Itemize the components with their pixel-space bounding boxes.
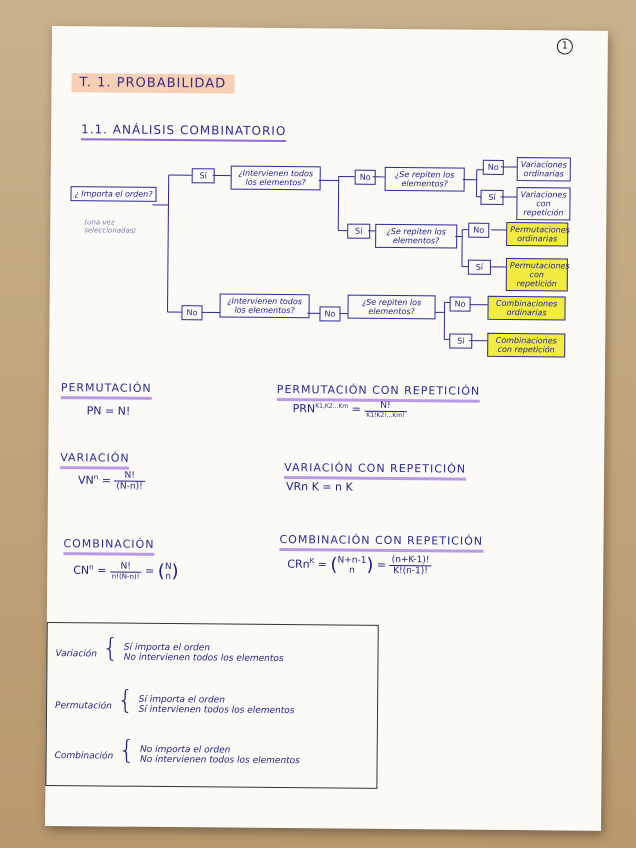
result-permutaciones-ordinarias: Permutaciones ordinarias (506, 221, 570, 247)
v-sup: n (93, 473, 99, 482)
c-lhs: CN (73, 563, 90, 577)
cr-binom-bot: n (348, 565, 355, 576)
result-combinaciones-ordinarias: Combinaciones ordinarias (487, 295, 566, 321)
v-num: N! (114, 470, 145, 482)
variacion-rep-title: VARIACIÓN CON REPETICIÓN (284, 461, 467, 481)
summary-row-variacion: Variación { Sí importa el orden No inter… (55, 633, 284, 664)
v-lhs: VN (77, 473, 94, 487)
summary-item: Sí importa el orden (138, 694, 225, 706)
section-combinacion-repeticion: COMBINACIÓN CON REPETICIÓN (279, 528, 484, 553)
formula-permutacion-repeticion: PRNK1,K2...Km = N!K1!K2!...Km! (293, 400, 407, 419)
result-permutaciones-con-repeticion: Permutaciones con repetición (505, 257, 570, 292)
cr-sup: K (309, 557, 315, 566)
summary-row-combinacion: Combinación { No importa el orden No int… (54, 735, 300, 766)
summary-item: Sí intervienen todos los elementos (138, 704, 295, 716)
section-combinacion: COMBINACIÓN (63, 532, 155, 556)
section-variacion: VARIACIÓN (60, 446, 130, 470)
branch-si-3: Sí (480, 189, 504, 205)
formula-permutacion: PN = N! (86, 404, 131, 418)
c-den: n!(N-n)! (111, 572, 140, 581)
question-se-repiten-2: ¿Se repiten los elementos? (375, 223, 458, 249)
question-se-repiten-1: ¿Se repiten los elementos? (384, 166, 465, 192)
tree-connectors (152, 166, 517, 342)
section-permutacion-repeticion: PERMUTACIÓN CON REPETICIÓN (276, 378, 481, 403)
summary-label-combinacion: Combinación (54, 751, 114, 762)
question-se-repiten-3: ¿Se repiten los elementos? (347, 294, 436, 320)
root-note: (una vez seleccionadas) (84, 218, 137, 235)
formula-variacion-repeticion: VRn K = n K (285, 480, 353, 494)
pr-den: K1!K2!...Km! (366, 411, 405, 420)
section-variacion-repeticion: VARIACIÓN CON REPETICIÓN (284, 456, 467, 481)
branch-no-6: No (449, 296, 471, 312)
result-combinaciones-con-repeticion: Combinaciones con repetición (487, 332, 566, 358)
permutacion-title: PERMUTACIÓN (60, 381, 152, 400)
question-importa-orden: ¿ Importa el orden? (70, 186, 157, 202)
summary-item: No importa el orden (140, 744, 231, 756)
branch-si-6: Sí (449, 333, 473, 349)
branch-no-1: No (181, 305, 203, 321)
combinacion-title: COMBINACIÓN (63, 537, 155, 556)
summary-item: No intervienen todos los elementos (139, 754, 300, 766)
branch-si-1: Sí (191, 168, 215, 184)
branch-no-5: No (319, 306, 341, 322)
c-fraction: N!n!(N-n)! (109, 561, 142, 581)
summary-label-variacion: Variación (55, 649, 98, 660)
branch-no-2: No (354, 169, 376, 185)
c-num: N! (109, 561, 142, 573)
c-sup: n (89, 563, 94, 572)
result-variaciones-con-repeticion: Variaciones con repetición (516, 187, 571, 221)
section-permutacion: PERMUTACIÓN (60, 376, 152, 400)
pr-fraction: N!K1!K2!...Km! (364, 400, 407, 420)
summary-row-permutacion: Permutación { Sí importa el orden Sí int… (55, 685, 295, 716)
result-variaciones-ordinarias: Variaciones ordinarias (516, 157, 571, 182)
summary-item: No intervienen todos los elementos (123, 652, 284, 664)
combinacion-rep-title: COMBINACIÓN CON REPETICIÓN (279, 533, 484, 553)
v-den: (N-n)! (116, 481, 143, 492)
question-intervienen-todos-2: ¿Intervienen todos los elementos? (219, 293, 310, 319)
formula-variacion: VNn = N!(N-n)! (78, 470, 145, 492)
branch-si-2: Sí (347, 223, 371, 239)
question-intervienen-todos-1: ¿Intervienen todos los elementos? (230, 165, 321, 191)
variacion-title: VARIACIÓN (60, 451, 130, 470)
pr-num: N! (364, 400, 407, 413)
paper-sheet: 1 T. 1. PROBABILIDAD 1.1. ANÁLISIS COMBI… (45, 26, 608, 831)
cr-num: (n+K-1)! (389, 554, 432, 567)
v-fraction: N!(N-n)! (114, 470, 145, 492)
pr-lhs: PRN (292, 402, 316, 416)
cr-den: K!(n-1)! (393, 565, 428, 577)
cr-fraction: (n+K-1)!K!(n-1)! (389, 554, 432, 577)
cr-binom-top: N+n-1 (337, 555, 367, 566)
branch-no-3: No (482, 159, 504, 175)
summary-item: Sí importa el orden (123, 642, 211, 653)
branch-si-4: Sí (467, 259, 491, 275)
summary-label-permutacion: Permutación (55, 701, 112, 712)
cr-lhs: CRn (287, 557, 310, 571)
summary-box: Variación { Sí importa el orden No inter… (45, 621, 379, 789)
branch-no-4: No (468, 222, 490, 238)
pr-sup: K1,K2...Km (315, 402, 349, 410)
